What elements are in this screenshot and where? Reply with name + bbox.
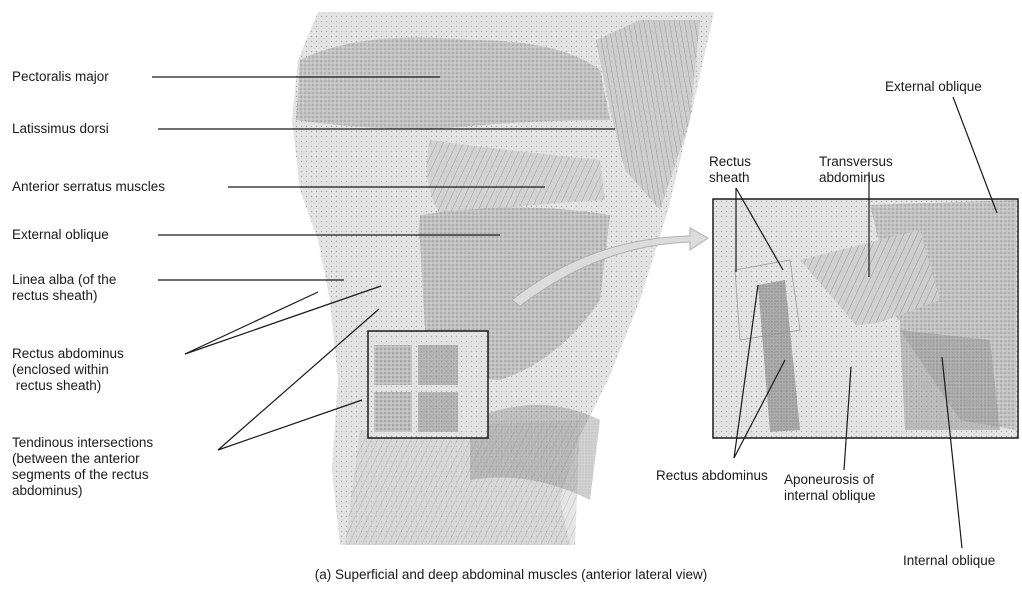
rectus-segment (374, 345, 412, 385)
label-external-oblique-right: External oblique (885, 79, 982, 95)
label-external-oblique: External oblique (12, 227, 109, 243)
inset-aponeurosis (820, 320, 905, 432)
label-rectus-abdominus-right: Rectus abdominus (656, 468, 768, 484)
label-rectus-sheath: Rectus sheath (709, 154, 751, 186)
label-aponeurosis: Aponeurosis of internal oblique (784, 472, 876, 504)
rectus-segment (374, 392, 412, 432)
leader-rectus-1 (185, 292, 318, 354)
label-pectoralis-major: Pectoralis major (12, 69, 109, 85)
figure-caption: (a) Superficial and deep abdominal muscl… (0, 567, 1022, 582)
label-tendinous-intersections: Tendinous intersections (between the ant… (12, 435, 153, 499)
rectus-segment (418, 345, 458, 385)
inset-internal-oblique (900, 330, 1000, 430)
label-anterior-serratus: Anterior serratus muscles (12, 179, 165, 195)
label-rectus-abdominus: Rectus abdominus (enclosed within rectus… (12, 346, 124, 394)
leader-ext-oblique-right (953, 97, 997, 213)
inset-illustration (713, 199, 1018, 438)
torso-illustration (292, 12, 714, 545)
label-transversus-abdominus: Transversus abdominus (819, 154, 893, 186)
label-linea-alba: Linea alba (of the rectus sheath) (12, 272, 116, 304)
label-latissimus-dorsi: Latissimus dorsi (12, 121, 109, 137)
rectus-segment (418, 392, 458, 432)
